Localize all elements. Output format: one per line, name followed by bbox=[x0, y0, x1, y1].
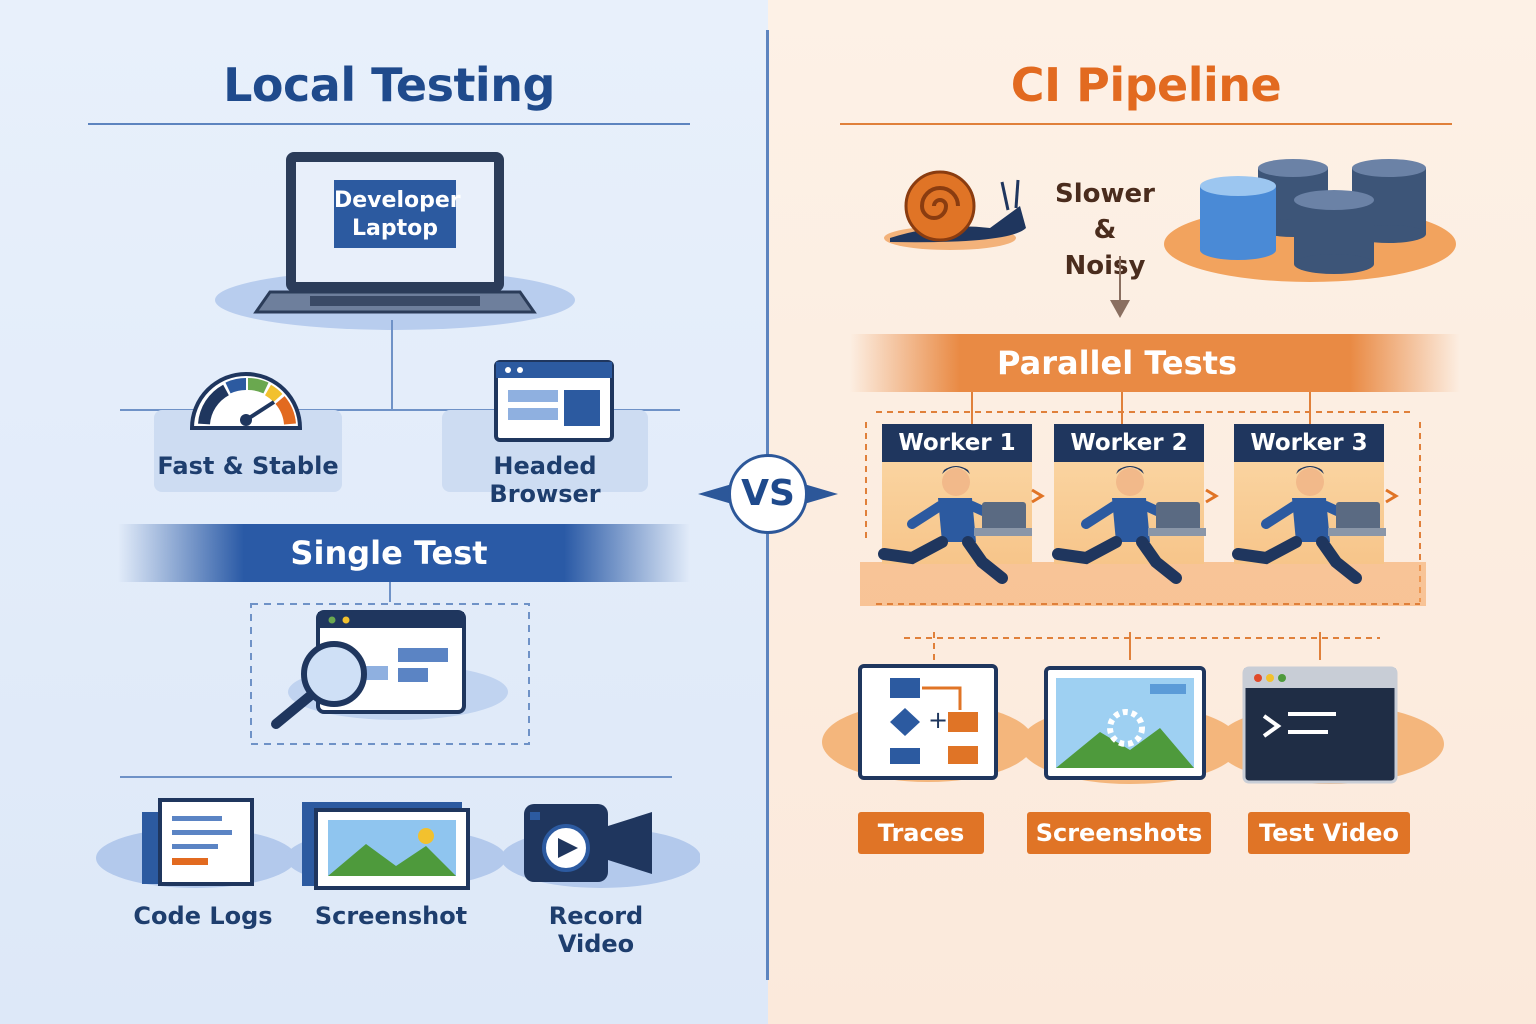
parallel-tests-band bbox=[850, 334, 1460, 392]
ci-pipeline-title: CI Pipeline bbox=[1010, 58, 1282, 112]
single-test-label: Single Test bbox=[290, 534, 488, 572]
database-icon bbox=[1164, 159, 1456, 282]
fast-stable-label: Fast & Stable bbox=[157, 452, 339, 480]
artifact-icons bbox=[96, 798, 700, 890]
laptop-icon bbox=[215, 152, 575, 330]
photo-icon bbox=[1044, 666, 1206, 780]
screenshot-label: Screenshot bbox=[314, 902, 468, 930]
browser-window-icon bbox=[494, 360, 614, 442]
vs-badge: VS bbox=[728, 454, 808, 534]
magnifier-icon bbox=[250, 582, 530, 745]
image-icon bbox=[302, 802, 470, 890]
screenshots-button: Screenshots bbox=[1027, 812, 1211, 854]
laptop-label: Developer Laptop bbox=[334, 188, 461, 241]
terminal-icon bbox=[1242, 666, 1398, 784]
single-test-band bbox=[118, 524, 690, 582]
traces-button: Traces bbox=[858, 812, 984, 854]
flowchart-icon: + bbox=[858, 664, 998, 780]
svg-text:+: + bbox=[928, 706, 948, 734]
video-camera-icon bbox=[524, 804, 652, 882]
worker-connectors bbox=[860, 392, 1426, 606]
artifact-rule bbox=[120, 776, 672, 778]
code-logs-label: Code Logs bbox=[133, 902, 273, 930]
headed-browser-label: Headed Browser bbox=[489, 452, 601, 508]
down-arrow-icon bbox=[1110, 256, 1130, 318]
ci-title-rule bbox=[840, 123, 1452, 125]
ci-artifact-icons: + bbox=[822, 632, 1444, 784]
runner-icons bbox=[878, 462, 1428, 584]
parallel-tests-label: Parallel Tests bbox=[997, 344, 1237, 382]
vs-arrows bbox=[698, 484, 838, 504]
snail-icon bbox=[884, 170, 1026, 250]
document-icon bbox=[142, 798, 254, 886]
slower-noisy-label: Slower & Noisy bbox=[1055, 179, 1155, 281]
local-testing-title: Local Testing bbox=[223, 58, 555, 112]
local-title-rule bbox=[88, 123, 690, 125]
test-video-button: Test Video bbox=[1248, 812, 1410, 854]
gauge-icon bbox=[189, 372, 303, 430]
record-video-label: Record Video bbox=[548, 902, 644, 958]
